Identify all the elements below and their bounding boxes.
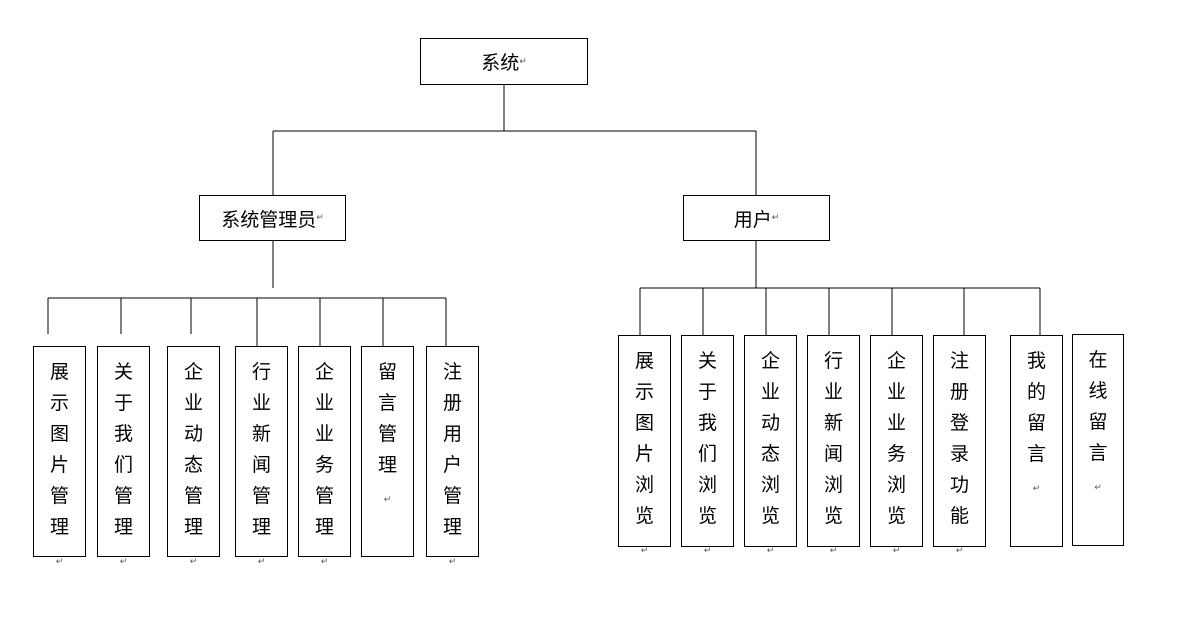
admin-leaf-label: 展示图片管理	[50, 361, 70, 538]
paragraph-mark-icon: ↵	[320, 557, 329, 567]
root-node-label: 系统	[481, 52, 520, 74]
paragraph-mark-icon: ↵	[55, 557, 64, 567]
admin-leaf-node: 展示图片管理 ↵	[33, 346, 86, 567]
user-leaf-label: 我的留言	[1027, 350, 1047, 465]
admin-leaf-node: 注册用户管理 ↵	[426, 346, 479, 567]
user-leaf-label: 展示图片浏览	[635, 350, 655, 527]
user-leaf-node: 在线留言 ↵	[1072, 334, 1124, 546]
paragraph-mark-icon: ↵	[892, 546, 901, 556]
admin-leaf-node: 留言管理 ↵	[361, 346, 414, 557]
paragraph-mark-icon: ↵	[448, 557, 457, 567]
admin-leaf-label: 注册用户管理	[443, 361, 463, 538]
admin-node-label: 系统管理员	[221, 208, 317, 231]
paragraph-mark-icon: ↵	[316, 213, 324, 223]
paragraph-mark-icon: ↵	[766, 546, 775, 556]
admin-node: 系统管理员↵	[199, 195, 346, 241]
root-node: 系统↵	[420, 38, 588, 85]
paragraph-mark-icon: ↵	[771, 213, 780, 223]
user-node: 用户↵	[683, 195, 830, 241]
user-leaf-label: 企业业务浏览	[887, 350, 907, 527]
user-node-label: 用户	[733, 208, 772, 231]
paragraph-mark-icon: ↵	[119, 557, 128, 567]
user-leaf-node: 我的留言 ↵	[1010, 335, 1063, 547]
user-leaf-label: 企业动态浏览	[761, 350, 781, 527]
admin-leaf-label: 关于我们管理	[114, 361, 134, 538]
admin-leaf-label: 行业新闻管理	[252, 361, 272, 538]
user-leaf-label: 关于我们浏览	[698, 350, 718, 527]
paragraph-mark-icon: ↵	[1032, 484, 1041, 494]
user-leaf-node: 行业新闻浏览 ↵	[807, 335, 860, 556]
user-leaf-node: 注册登录功能 ↵	[933, 335, 986, 556]
user-leaf-node: 展示图片浏览 ↵	[618, 335, 671, 556]
admin-leaf-label: 企业动态管理	[184, 361, 204, 538]
admin-leaf-label: 企业业务管理	[315, 361, 335, 538]
user-leaf-node: 关于我们浏览 ↵	[681, 335, 734, 556]
paragraph-mark-icon: ↵	[955, 546, 964, 556]
user-leaf-label: 在线留言	[1088, 349, 1108, 464]
paragraph-mark-icon: ↵	[829, 546, 838, 556]
admin-leaf-node: 企业业务管理 ↵	[298, 346, 351, 567]
user-leaf-node: 企业动态浏览 ↵	[744, 335, 797, 556]
admin-leaf-label: 留言管理	[378, 361, 398, 476]
admin-leaf-node: 关于我们管理 ↵	[97, 346, 150, 567]
paragraph-mark-icon: ↵	[519, 56, 527, 67]
user-leaf-label: 行业新闻浏览	[824, 350, 844, 527]
paragraph-mark-icon: ↵	[640, 546, 649, 556]
paragraph-mark-icon: ↵	[257, 557, 266, 567]
admin-leaf-node: 企业动态管理 ↵	[167, 346, 220, 567]
admin-leaf-node: 行业新闻管理 ↵	[235, 346, 288, 567]
paragraph-mark-icon: ↵	[189, 557, 198, 567]
user-leaf-label: 注册登录功能	[950, 350, 970, 527]
paragraph-mark-icon: ↵	[383, 495, 392, 505]
paragraph-mark-icon: ↵	[703, 546, 712, 556]
user-leaf-node: 企业业务浏览 ↵	[870, 335, 923, 556]
paragraph-mark-icon: ↵	[1094, 483, 1102, 493]
